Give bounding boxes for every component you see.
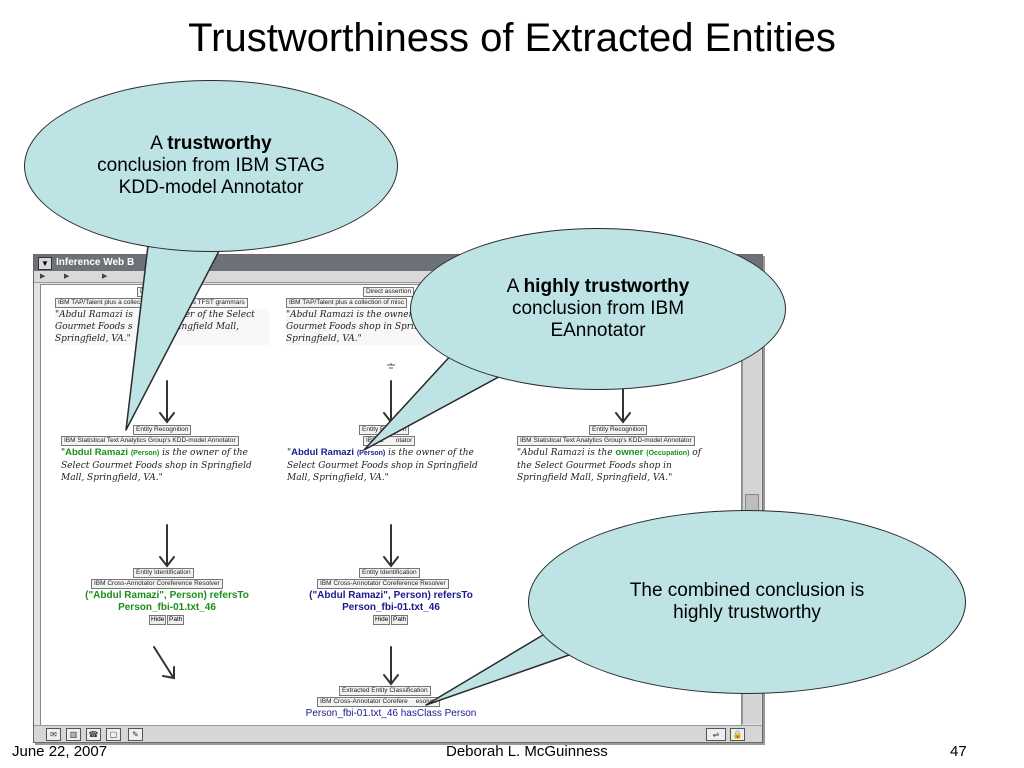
- collapse-triangle-icon[interactable]: ▶: [102, 273, 108, 280]
- entity-name: Abdul Ramazi: [65, 447, 128, 458]
- address-book-icon[interactable]: ✎: [128, 728, 143, 741]
- node-quote: "Abdul Ramazi is the owner (Occupation) …: [517, 447, 702, 483]
- collapse-triangle-icon[interactable]: ▶: [40, 273, 46, 280]
- mail-icon[interactable]: ✉: [46, 728, 61, 741]
- path-button[interactable]: Path: [391, 615, 409, 625]
- node-source: IBM TAP/Talent plus a collection of misc: [286, 298, 408, 308]
- entity-type-tag: (Person): [356, 450, 386, 457]
- node-label: Dir: [137, 287, 152, 297]
- hide-button[interactable]: Hide: [373, 615, 391, 625]
- navigator-icon[interactable]: ▥: [66, 728, 81, 741]
- node-label: Entity Recognition: [589, 425, 648, 435]
- hide-button[interactable]: Hide: [149, 615, 167, 625]
- node-result: Person_fbi-01.txt_46 hasClass Person: [305, 708, 477, 719]
- slide-title: Trustworthiness of Extracted Entities: [188, 16, 836, 60]
- callout-combined: The combined conclusion is highly trustw…: [528, 510, 966, 694]
- node-quote: "Abdul Ramazi (Person) is the owner of t…: [287, 447, 478, 483]
- status-bar: ✉ ▥ ☎ ▢ ✎ ⇌ 🔒: [34, 725, 762, 742]
- node-quote: "Abdul Ramazi (Person) is the owner of t…: [61, 447, 252, 483]
- callout-highly-trustworthy: A highly trustworthy conclusion from IBM…: [410, 228, 786, 390]
- path-button[interactable]: Path: [167, 615, 185, 625]
- entity-name: Abdul Ramazi: [291, 447, 354, 458]
- node-source: IBM Statistical Text Analytics Group's K…: [61, 436, 239, 446]
- node-source: IBM Statistical Text Analytics Group's K…: [517, 436, 695, 446]
- footer-author: Deborah L. McGuinness: [446, 743, 608, 760]
- entity-type-tag: (Person): [130, 450, 160, 457]
- node-label: Entity Identification: [359, 568, 420, 578]
- security-lock-icon: 🔒: [730, 728, 745, 741]
- composer-icon[interactable]: ▢: [106, 728, 121, 741]
- entity-name: owner: [615, 447, 644, 458]
- node-label: Entity Identification: [133, 568, 194, 578]
- chat-icon[interactable]: ☎: [86, 728, 101, 741]
- node-label: Entity Recognition: [133, 425, 192, 435]
- collapse-triangle-icon[interactable]: ▶: [64, 273, 70, 280]
- node-label: Extracted Entity Classification: [339, 686, 431, 696]
- node-source: IBM Cross-Annotator Coreference Resolver: [91, 579, 223, 589]
- window-menu-icon[interactable]: ▼: [38, 257, 52, 270]
- footer-date: June 22, 2007: [12, 743, 108, 760]
- entity-type-tag: (Occupation): [646, 450, 690, 457]
- footer-page-number: 47: [950, 743, 967, 760]
- node-source: IBM Cross-Annotator Coreference Resolver: [317, 579, 449, 589]
- node-label: Direct assertion: [363, 287, 415, 297]
- connection-icon: ⇌: [706, 728, 726, 741]
- callout-trustworthy: A trustworthy conclusion from IBM STAG K…: [24, 80, 398, 252]
